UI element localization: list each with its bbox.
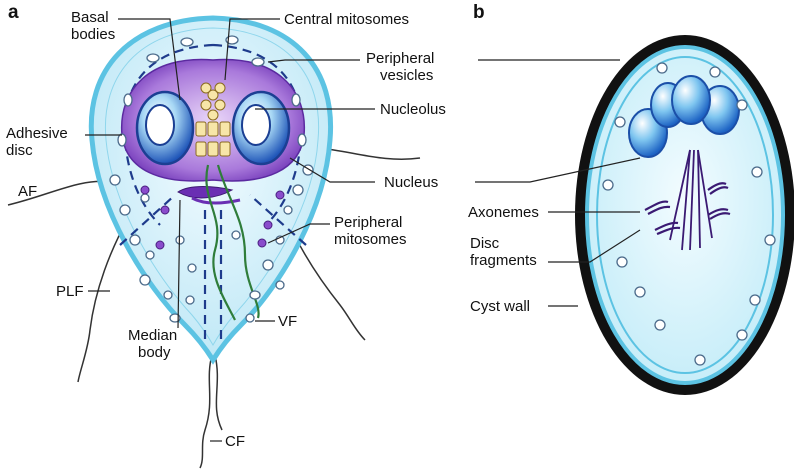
panel-a-label: a <box>8 2 19 24</box>
posterolateral-flagella-label: PLF <box>56 283 84 300</box>
peripheral-mitosomes-label: Peripheral mitosomes <box>334 214 407 248</box>
panel-b-label: b <box>473 2 485 24</box>
disc-fragments-label: Disc fragments <box>470 235 537 269</box>
basal-bodies-label: Basal bodies <box>71 9 115 43</box>
nucleolus-label: Nucleolus <box>380 101 446 118</box>
central-mitosomes-label: Central mitosomes <box>284 11 409 28</box>
median-body-label: Median body <box>128 327 177 361</box>
nucleus-label: Nucleus <box>384 174 438 191</box>
caudal-flagella-label: CF <box>225 433 245 450</box>
anterior-flagella-label: AF <box>18 183 37 200</box>
cyst-wall-label: Cyst wall <box>470 298 530 315</box>
peripheral-vesicles-label: Peripheral vesicles <box>366 50 434 84</box>
caudal-flagella <box>200 355 222 468</box>
ventral-flagella-label: VF <box>278 313 297 330</box>
adhesive-disc-label: Adhesive disc <box>6 125 68 159</box>
axonemes-label: Axonemes <box>468 204 539 221</box>
